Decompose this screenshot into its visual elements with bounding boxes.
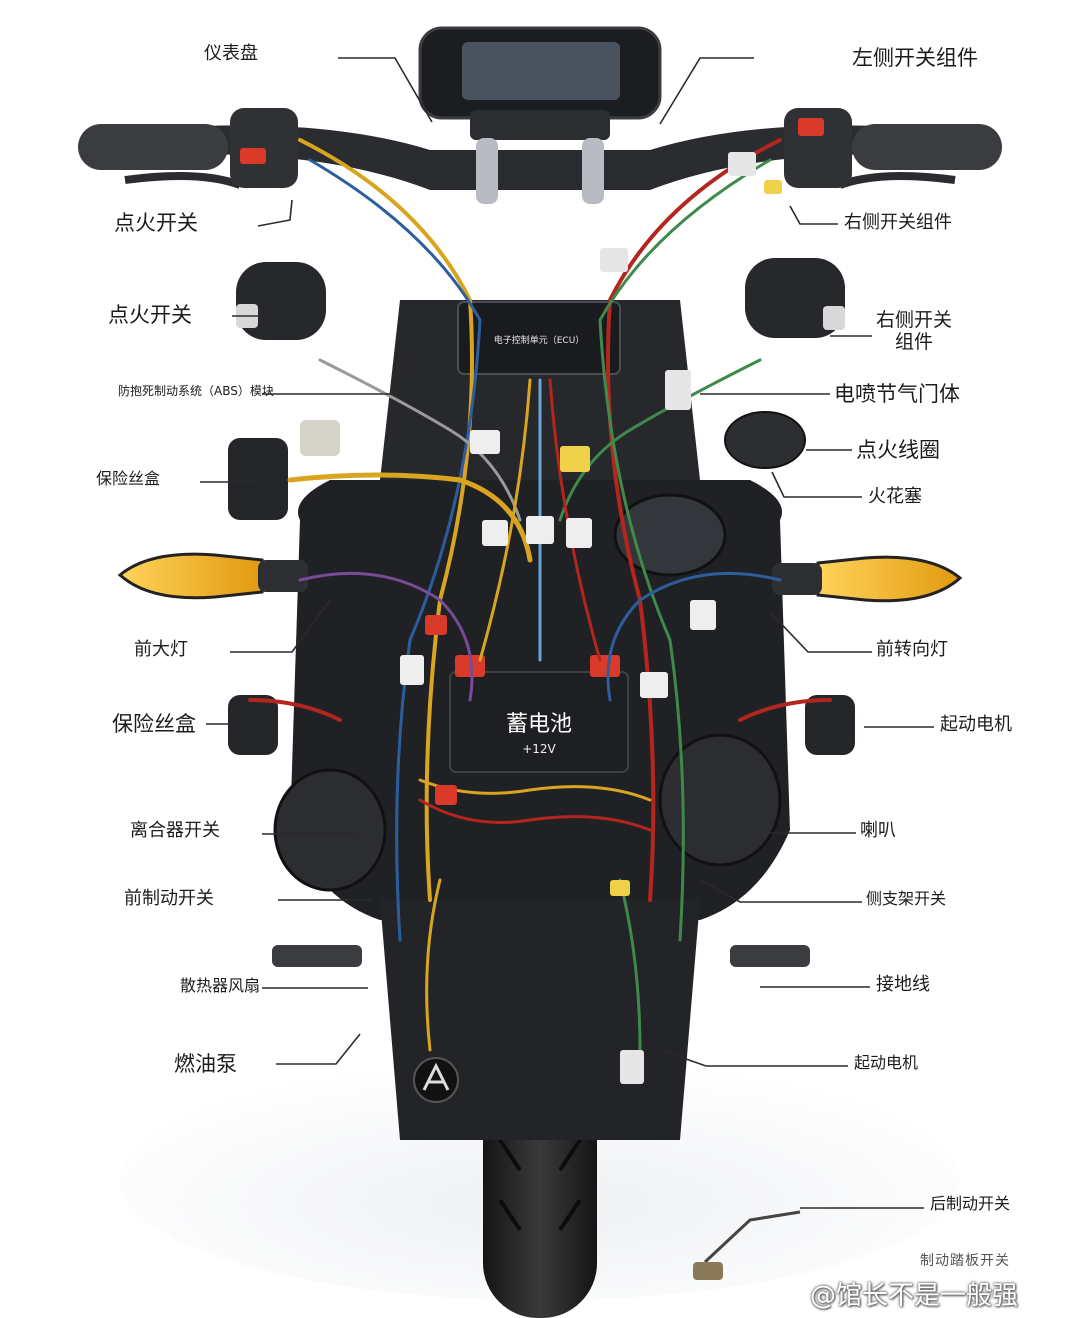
dashboard-screen [462, 42, 620, 100]
leader-starter-2 [659, 1049, 848, 1067]
left-switch-housing [230, 108, 298, 188]
watermark: @馆长不是一般强 [810, 1281, 1019, 1311]
connectors [400, 152, 782, 1084]
left-grip [78, 124, 228, 170]
right-footpeg [730, 945, 810, 967]
battery-voltage: +12V [522, 742, 556, 756]
leader-turn-signal [769, 611, 872, 653]
emblem-glyph [422, 1062, 450, 1091]
leader-spark-plug [771, 471, 862, 498]
right-riser [582, 138, 604, 204]
abs-connector [300, 420, 340, 456]
label-brake-pedal-switch: 制动踏板开关 [920, 1253, 1010, 1269]
leader-side-stand [699, 879, 862, 903]
battery-box [449, 671, 629, 773]
fuse-box-left [228, 438, 288, 520]
brake-lever [838, 172, 956, 189]
right-grip [852, 124, 1002, 170]
right-turn-signal [816, 555, 963, 603]
label-right-switch-assembly: 右侧开关组件 [844, 212, 952, 233]
right-pod-plug [823, 306, 845, 330]
label-fuel-pump: 燃油泵 [174, 1052, 237, 1076]
label-clutch-switch: 离合器开关 [130, 820, 220, 841]
emblem [413, 1057, 459, 1103]
label-right-switch-assembly-2: 右侧开关 组件 [876, 309, 953, 353]
label-fuse-box-2: 保险丝盒 [112, 712, 196, 736]
leader-fuel-pump [276, 1033, 361, 1065]
leader-left-switch [659, 57, 754, 125]
label-ground-wire: 接地线 [876, 974, 930, 995]
dashboard-mount [470, 110, 610, 140]
label-abs-module: 防抱死制动系统（ABS）模块 [118, 384, 274, 398]
leader-abs [262, 349, 411, 395]
fuse-box-lower-left [228, 695, 278, 755]
left-footpeg [272, 945, 362, 967]
label-ignition-switch-2: 点火开关 [108, 303, 192, 327]
horn-unit [658, 733, 782, 867]
left-turn-signal [117, 552, 264, 600]
label-front-brake-switch: 前制动开关 [124, 888, 214, 909]
left-switch-button [240, 148, 266, 164]
leader-lines [200, 57, 934, 1209]
left-riser [476, 138, 498, 204]
ecu-label: 电子控制单元（ECU） [493, 336, 585, 346]
right-switch-button [798, 118, 824, 136]
right-mirror-pod [745, 258, 845, 338]
label-fuse-box: 保险丝盒 [96, 469, 161, 488]
label-horn: 喇叭 [860, 820, 896, 841]
leader-right-switch-1 [789, 205, 838, 225]
label-radiator-fan: 散热器风扇 [180, 976, 261, 995]
battery-terminal-negative [590, 655, 620, 677]
battery-label: 蓄电池 [505, 712, 572, 737]
label-dashboard: 仪表盘 [204, 43, 258, 64]
starter-motor-upper [613, 493, 727, 577]
ignition-coil-part [724, 411, 806, 469]
label-front-turn-signal: 前转向灯 [876, 639, 948, 660]
label-starter-motor: 起动电机 [940, 714, 1012, 735]
label-ignition-switch: 点火开关 [114, 211, 198, 235]
left-mirror-pod [236, 262, 326, 340]
leader-headlight [230, 599, 331, 653]
starter-motor-right [805, 695, 855, 755]
clutch-lever [124, 172, 242, 189]
label-side-stand-switch: 侧支架开关 [866, 889, 947, 908]
left-engine-cover [273, 768, 387, 892]
label-throttle-body: 电喷节气门体 [834, 382, 960, 406]
leader-ignition-1 [257, 199, 293, 227]
battery-terminal-positive [455, 655, 485, 677]
label-left-switch-assembly: 左侧开关组件 [852, 46, 978, 70]
rear-brake-switch-part [693, 1262, 723, 1280]
leader-dashboard [338, 57, 433, 123]
label-headlight: 前大灯 [134, 639, 188, 660]
label-ignition-coil: 点火线圈 [856, 438, 940, 462]
label-spark-plug: 火花塞 [868, 486, 922, 507]
handlebar [90, 125, 990, 190]
rear-brake-pedal [703, 1210, 801, 1264]
left-turn-signal-stalk [258, 560, 308, 592]
label-starter-motor-2: 起动电机 [854, 1053, 919, 1072]
label-rear-brake-switch: 后制动开关 [930, 1194, 1011, 1213]
right-turn-signal-stalk [772, 563, 822, 595]
ecu-box [457, 301, 621, 375]
